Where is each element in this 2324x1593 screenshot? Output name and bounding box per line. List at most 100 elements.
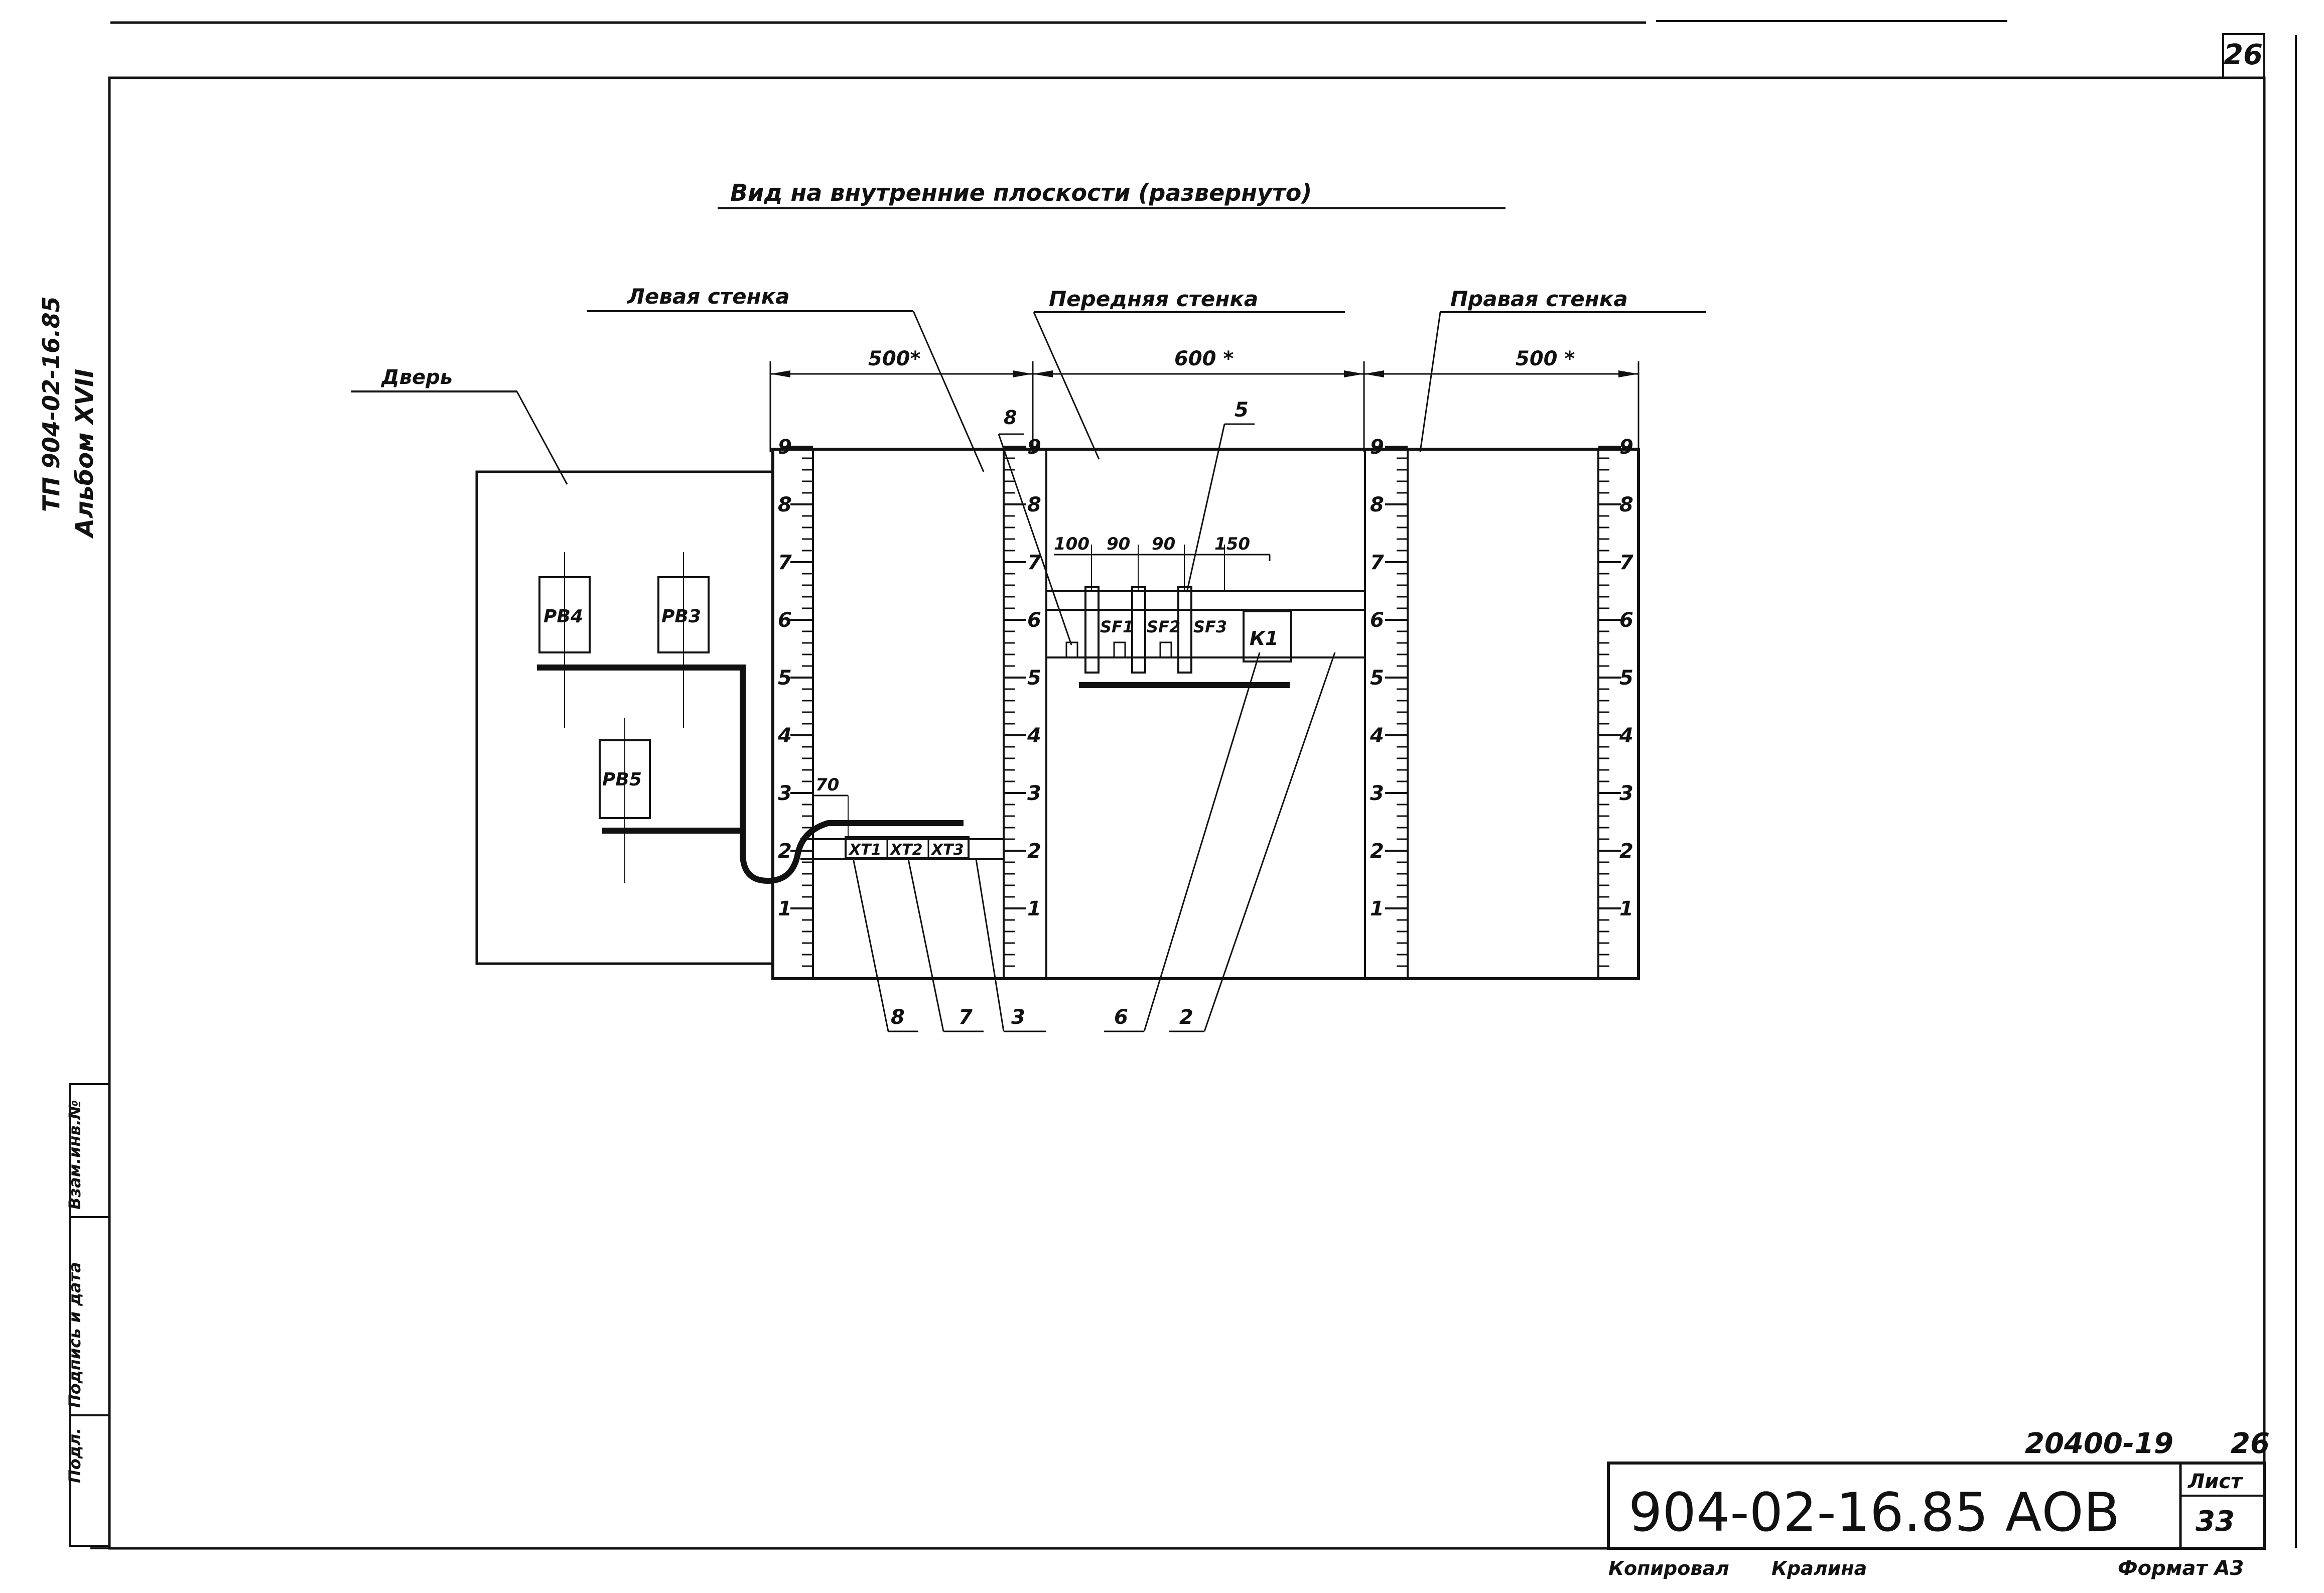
ruler-digit: 1 [1619, 897, 1633, 920]
ruler-digit: 6 [1619, 609, 1633, 632]
ruler-digit: 2 [778, 840, 792, 863]
door-leader [516, 391, 568, 485]
door-cable-upper [537, 665, 746, 833]
ruler-digit: 1 [1027, 897, 1041, 920]
stamp-cell-2: Подпись и дата [65, 1262, 84, 1408]
ruler-digit: 2 [1619, 840, 1633, 863]
left-wall-leader [912, 311, 985, 472]
callout-8: 8 [891, 1006, 905, 1029]
ruler-digit: 9 [1370, 436, 1384, 459]
ruler-digit: 4 [1619, 724, 1633, 747]
ruler-digit: 3 [1619, 782, 1633, 805]
ruler-digit: 3 [778, 782, 792, 805]
corner-sheet-number: 26 [2224, 39, 2263, 71]
ruler-digit: 6 [1370, 609, 1384, 632]
sheet-label: Лист [2188, 1470, 2244, 1493]
breaker-sf3: SF3 [1193, 617, 1227, 636]
ruler-digit: 7 [1027, 551, 1041, 574]
ruler-digit: 5 [1027, 667, 1041, 690]
ruler-digit: 7 [1370, 551, 1384, 574]
corner-number-box [2222, 33, 2265, 79]
callout-7: 7 [959, 1006, 973, 1029]
label-right-wall: Правая стенка [1450, 287, 1628, 311]
cabinet-outline [771, 448, 1640, 980]
dim-70: 70 [815, 775, 839, 795]
ruler-digit: 4 [777, 724, 792, 747]
ruler-digit: 3 [1027, 782, 1041, 805]
stamp-cell-3: Взам.инв.№ [65, 1100, 84, 1210]
ruler-ticks [790, 446, 1621, 967]
ruler-digit: 8 [1619, 493, 1633, 516]
device-pb5-label: РВ5 [602, 769, 642, 790]
terminal-xt-block [845, 836, 970, 859]
ruler-digit: 9 [778, 436, 792, 459]
ruler-digit: 7 [778, 551, 792, 574]
dim-90b: 90 [1152, 534, 1175, 554]
ruler-right-inner [1597, 448, 1639, 980]
document-designation: 904-02-16.85 АОВ [1628, 1482, 2120, 1543]
ruler-digit: 9 [1027, 436, 1041, 459]
callout-5: 5 [1235, 399, 1249, 422]
ruler-digit: 4 [1370, 724, 1384, 747]
right-wall-leader [1419, 312, 1441, 452]
title-block-frame [1607, 1462, 2266, 1550]
ruler-digit: 2 [1027, 840, 1041, 863]
stamp-cell-1: Подл. [65, 1428, 84, 1483]
ruler-left-inner [1003, 448, 1047, 980]
dim-left-wall: 500* [868, 347, 920, 370]
device-pb4-label: РВ4 [543, 606, 583, 627]
side-stamp: Подл. Подпись и дата Взам.инв.№ [65, 1083, 110, 1547]
dim-right-wall: 500 * [1516, 347, 1575, 370]
format-label: Формат А3 [2118, 1557, 2244, 1580]
ruler-digit: 1 [778, 897, 792, 920]
ruler-digit: 2 [1370, 840, 1384, 863]
dim-front-wall: 600 * [1174, 347, 1234, 370]
ruler-digit: 5 [778, 667, 792, 690]
dim-90a: 90 [1107, 534, 1130, 554]
terminal-xt2: XT2 [889, 841, 922, 859]
drawing-title: Вид на внутренние плоскости (развернуто) [730, 179, 1312, 206]
ruler-digit: 4 [1027, 724, 1041, 747]
terminal-xt3: XT3 [930, 841, 964, 859]
terminal-xt1: XT1 [848, 841, 881, 859]
copier-name: Кралина [1771, 1557, 1867, 1579]
ruler-right-outer [1364, 448, 1409, 980]
label-left-wall: Левая стенка [626, 284, 789, 309]
breaker-post-3 [1177, 586, 1192, 674]
label-front-wall: Передняя стенка [1049, 287, 1258, 311]
breaker-post-2 [1131, 586, 1146, 674]
side-album-number: Альбом XVII [71, 369, 99, 539]
dim-150: 150 [1214, 534, 1250, 554]
page-reference: 26 [2231, 1427, 2270, 1460]
breaker-post-1 [1084, 586, 1100, 674]
ruler-digit: 8 [1370, 493, 1384, 516]
ruler-digit: 8 [1027, 493, 1041, 516]
ruler-digit: 5 [1370, 667, 1384, 690]
contactor-k1-label: К1 [1250, 627, 1279, 649]
dim-100: 100 [1054, 534, 1089, 554]
ruler-digit: 7 [1619, 551, 1633, 574]
callout-3: 3 [1011, 1006, 1025, 1029]
ruler-digit: 5 [1619, 667, 1633, 690]
contactor-k1 [1243, 610, 1292, 662]
ruler-digit: 6 [778, 609, 792, 632]
ruler-digit: 3 [1370, 782, 1384, 805]
order-number: 20400-19 [2025, 1427, 2173, 1460]
breaker-sf2: SF2 [1147, 617, 1180, 636]
overall-dimensions [769, 361, 1639, 452]
callout-6: 6 [1114, 1006, 1128, 1029]
door-panel [475, 470, 774, 965]
sheet-number: 33 [2196, 1505, 2235, 1538]
label-door: Дверь [380, 366, 453, 389]
callout-2: 2 [1179, 1006, 1193, 1029]
callout-8-top: 8 [1004, 407, 1017, 429]
front-wall-leader [1033, 312, 1100, 460]
ruler-digit: 1 [1370, 897, 1384, 920]
door-cable-loop [740, 820, 964, 884]
ruler-digit: 9 [1619, 436, 1633, 459]
ruler-digit: 8 [778, 493, 792, 516]
side-album-code: ТП 904-02-16.85 [38, 296, 65, 512]
